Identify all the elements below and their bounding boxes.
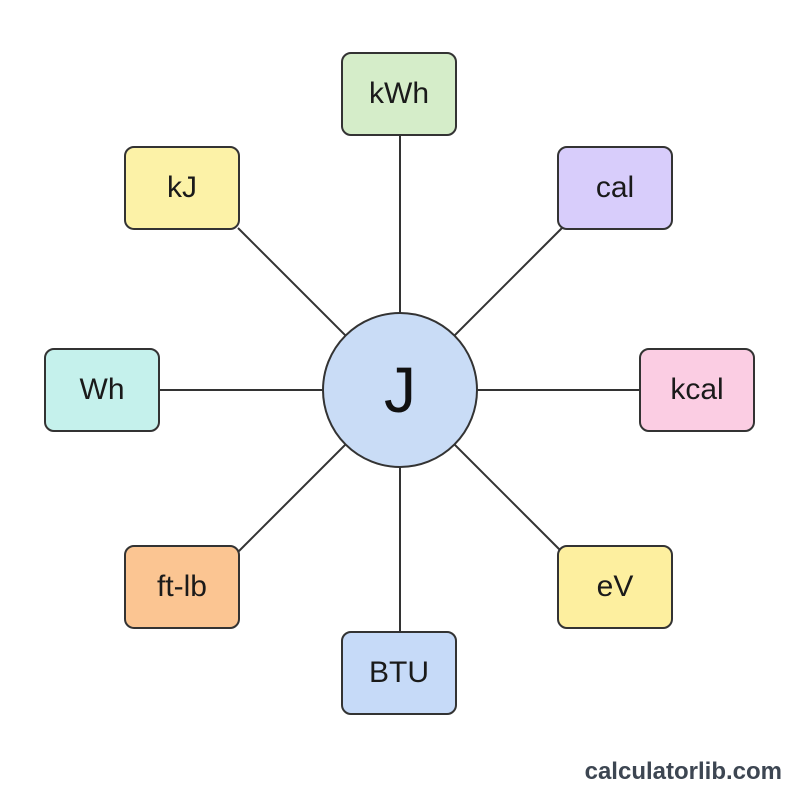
unit-node-kcal: kcal (639, 348, 755, 432)
unit-node-ev: eV (557, 545, 673, 629)
center-node-joule: J (322, 312, 478, 468)
site-watermark: calculatorlib.com (584, 758, 782, 785)
unit-node-btu: BTU (341, 631, 457, 715)
unit-node-ftlb: ft-lb (124, 545, 240, 629)
unit-node-kwh: kWh (341, 52, 457, 136)
unit-node-kj: kJ (124, 146, 240, 230)
unit-node-cal: cal (557, 146, 673, 230)
unit-node-wh: Wh (44, 348, 160, 432)
